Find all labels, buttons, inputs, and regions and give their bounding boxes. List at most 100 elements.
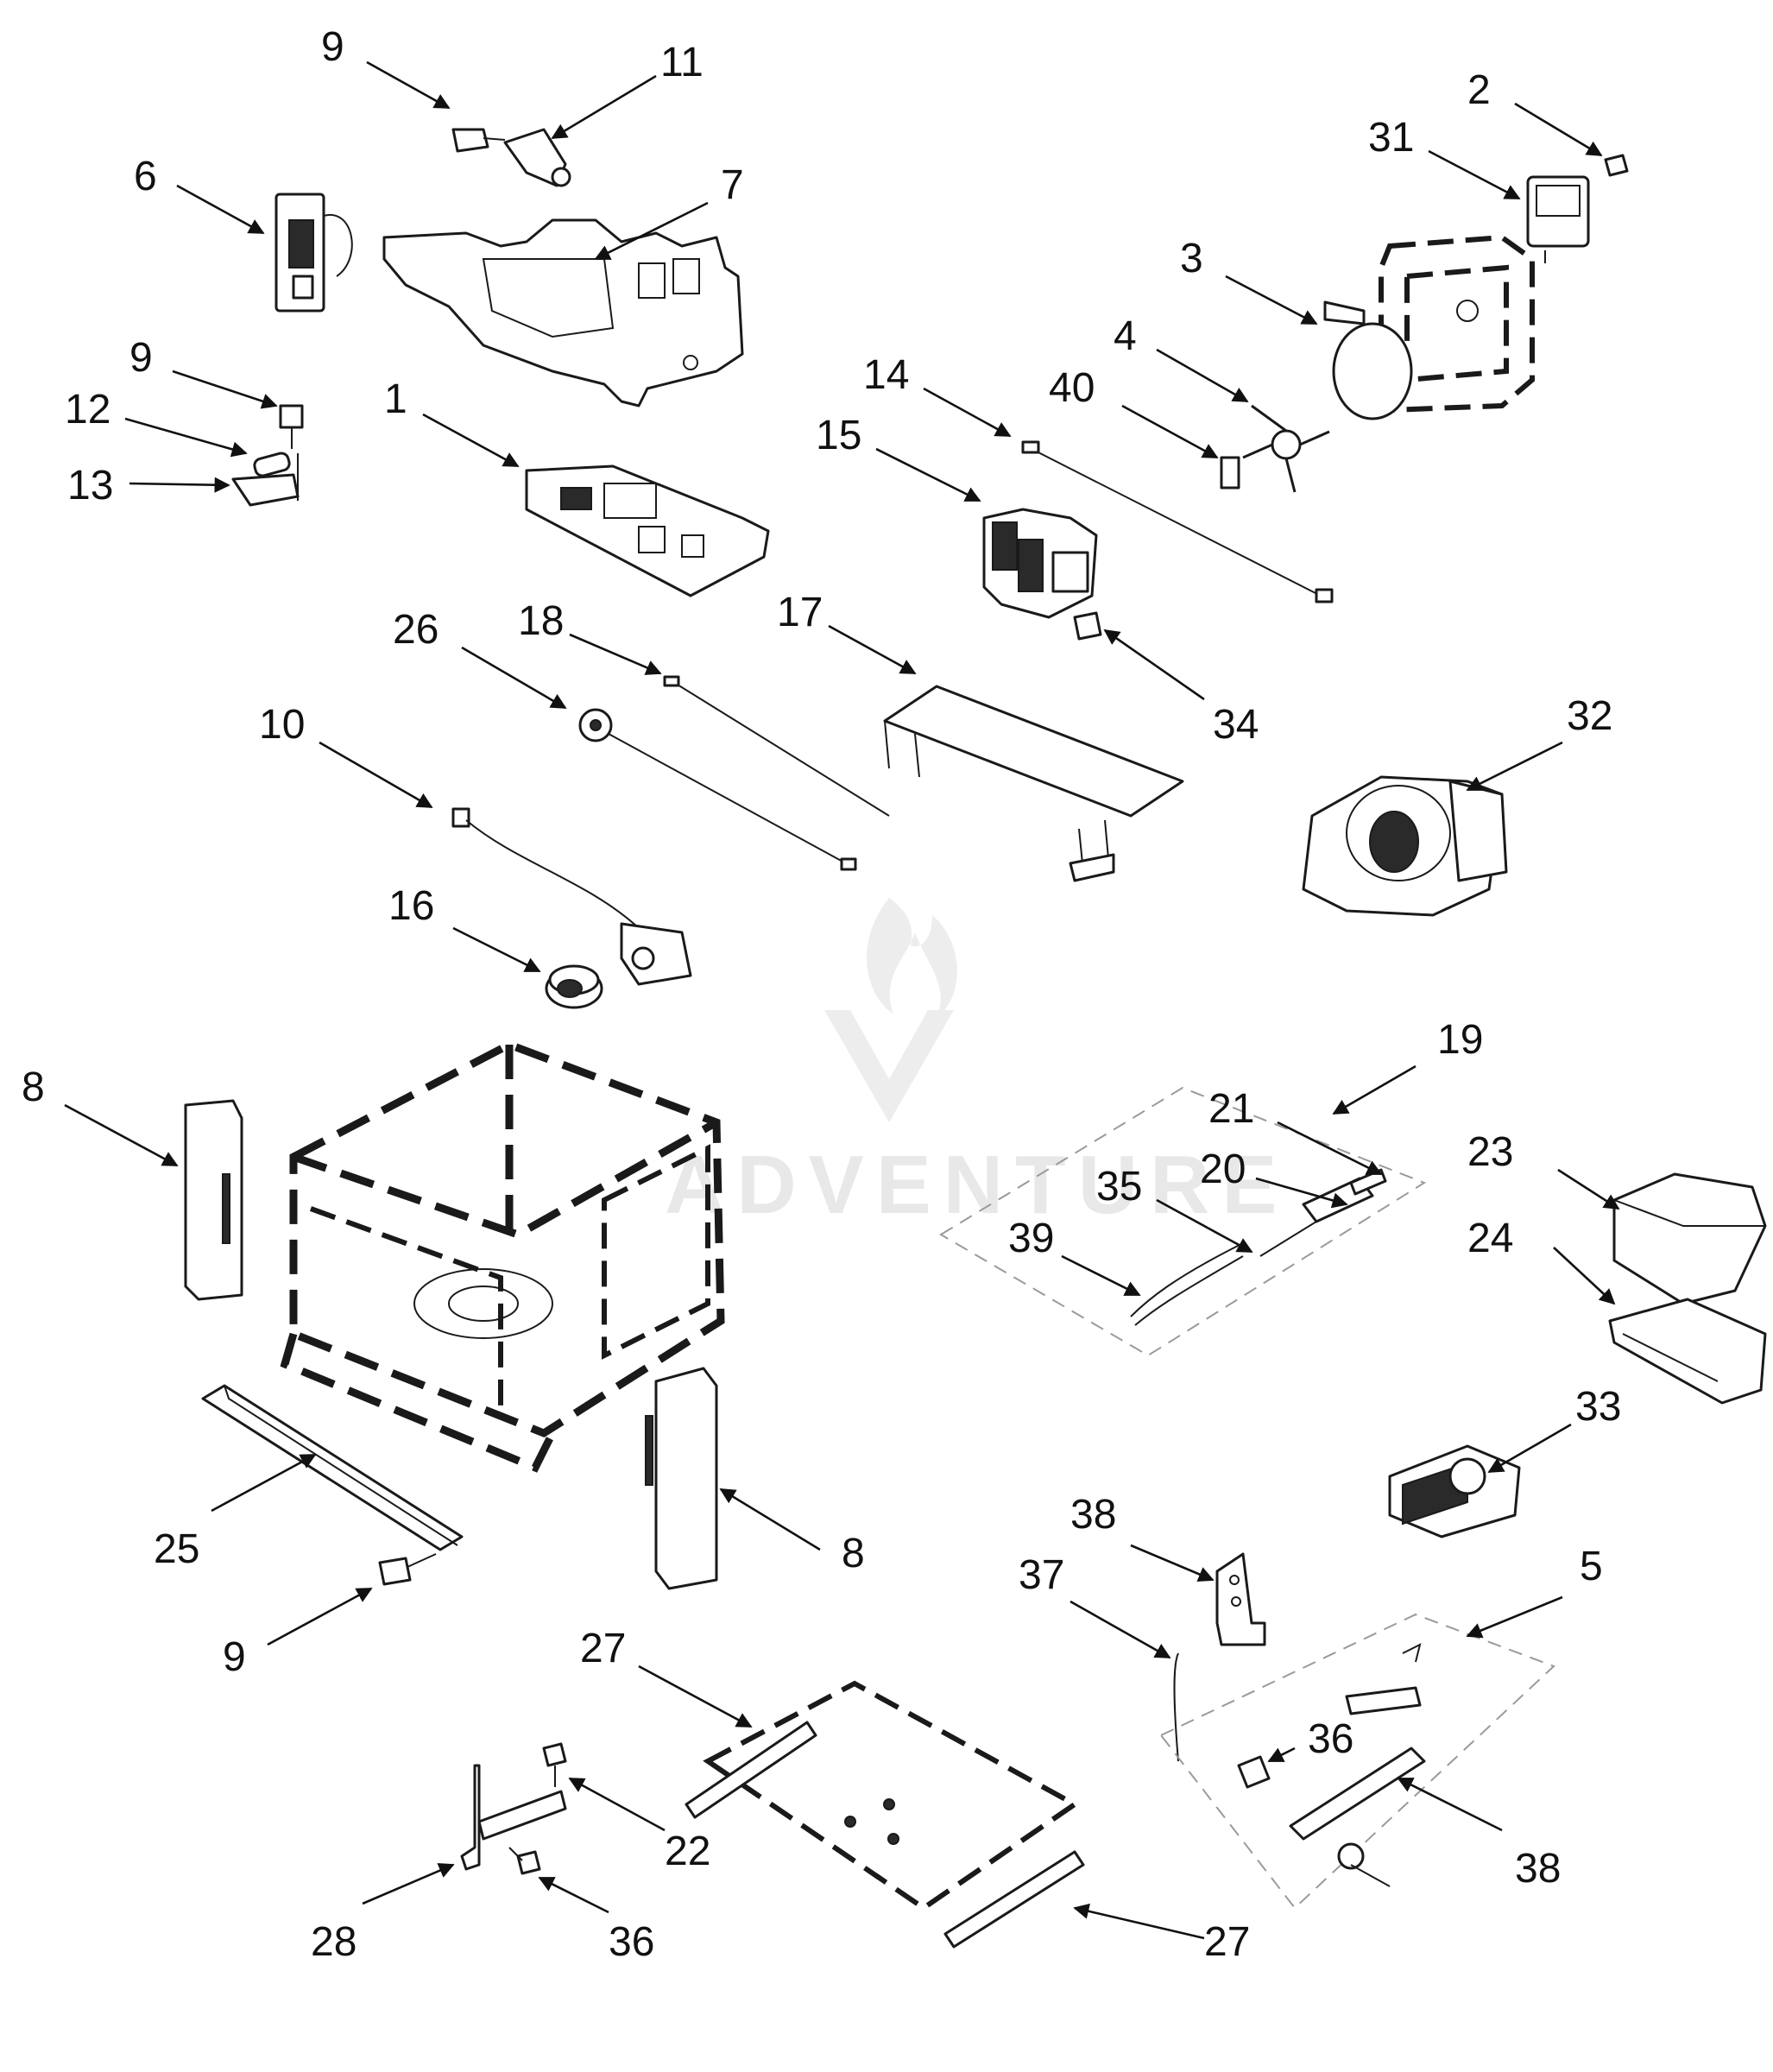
leader-c40 <box>1121 404 1219 459</box>
leader-c36 <box>1069 1600 1171 1659</box>
callout-9: 9 <box>223 1634 246 1680</box>
callout-9: 9 <box>321 24 344 70</box>
leader-c4 <box>1156 348 1249 403</box>
leader-c27b <box>1073 1903 1205 1940</box>
callout-1: 1 <box>384 376 407 422</box>
leader-c15 <box>875 447 981 502</box>
leader-c33 <box>1156 1198 1253 1254</box>
callout-27: 27 <box>580 1626 626 1671</box>
leader-c3 <box>1225 275 1318 325</box>
callout-5: 5 <box>1580 1544 1603 1589</box>
leader-c23 <box>1557 1168 1620 1210</box>
callout-36: 37 <box>1019 1552 1064 1598</box>
part-36-rod <box>1173 1652 1179 1762</box>
flame-logo-icon <box>824 898 957 1122</box>
leader-c37 <box>1130 1544 1215 1582</box>
part-12-fuse <box>253 452 291 477</box>
part-4-fan-blade <box>1242 404 1330 493</box>
part-9-screw-top <box>451 128 506 153</box>
part-31-module <box>1388 1444 1521 1538</box>
part-29-motor <box>1526 175 1590 263</box>
parts-layer <box>184 128 1767 1949</box>
callout-10: 10 <box>259 702 305 748</box>
leader-c1 <box>422 413 520 468</box>
part-7-control-housing <box>382 218 744 407</box>
callout-29: 31 <box>1368 115 1414 161</box>
leader-c20 <box>1255 1177 1348 1209</box>
leader-c34 <box>538 1876 609 1914</box>
leader-c32 <box>1103 629 1205 701</box>
callout-33: 35 <box>1096 1164 1142 1210</box>
part-30-blower <box>1302 775 1508 917</box>
part-27-rail-top <box>685 1721 817 1819</box>
part-8-right-panel <box>645 1367 718 1590</box>
leader-c9a <box>366 60 451 110</box>
part-9-screw-left <box>279 404 304 449</box>
leader-c16 <box>452 926 541 973</box>
leader-c12 <box>124 417 248 458</box>
leader-lines <box>64 60 1620 1940</box>
leader-c28 <box>362 1863 455 1905</box>
part-25-rail <box>201 1384 464 1551</box>
part-2-screw <box>1604 154 1629 177</box>
part-32-screw <box>1073 611 1102 641</box>
callout-14: 14 <box>863 352 909 398</box>
callout-12: 12 <box>65 387 110 433</box>
callout-37: 38 <box>1070 1492 1116 1538</box>
leader-c22 <box>568 1777 666 1832</box>
part-24-tray <box>1608 1298 1767 1405</box>
leader-c5 <box>1466 1595 1563 1639</box>
callout-35: 36 <box>1308 1716 1353 1762</box>
part-37-bracket <box>1215 1552 1266 1646</box>
callout-28: 28 <box>311 1919 356 1965</box>
callout-40: 40 <box>1049 365 1095 411</box>
leader-c26 <box>461 646 567 710</box>
leader-c9b <box>172 370 278 409</box>
part-1-control-board <box>525 464 770 597</box>
callout-6: 6 <box>134 154 157 199</box>
callout-26: 26 <box>393 607 439 653</box>
leader-c10 <box>319 741 433 809</box>
main-cavity-dashed <box>280 1040 725 1473</box>
part-18-probe <box>663 675 890 817</box>
part-14-wire-harness <box>1021 440 1334 603</box>
callout-2: 2 <box>1467 67 1491 113</box>
leader-c35 <box>1267 1747 1296 1763</box>
leader-c18 <box>569 633 662 675</box>
watermark: ADVENTURE <box>665 898 1289 1231</box>
callout-7: 7 <box>721 162 744 208</box>
part-27-rail-bottom <box>943 1850 1085 1949</box>
part-11-latch <box>503 128 571 187</box>
part-28-hinge <box>460 1764 567 1871</box>
callout-8: 8 <box>842 1531 865 1576</box>
callout-25: 25 <box>154 1526 199 1572</box>
callout-22: 22 <box>665 1829 710 1874</box>
callout-24: 24 <box>1467 1216 1513 1261</box>
callout-3: 3 <box>1180 236 1203 281</box>
callout-9: 9 <box>129 335 153 381</box>
callout-18: 18 <box>518 598 564 644</box>
callout-19: 19 <box>1437 1017 1483 1063</box>
callout-20: 20 <box>1200 1147 1246 1192</box>
part-27-base-tray <box>703 1680 1080 1911</box>
callout-16: 16 <box>388 883 434 929</box>
part-5-assembly-group <box>1159 1613 1555 1910</box>
callout-30: 32 <box>1567 693 1612 739</box>
part-26-thermostat <box>578 708 857 871</box>
leader-c39 <box>1061 1254 1141 1297</box>
leader-c13 <box>129 477 230 493</box>
callout-21: 21 <box>1208 1086 1254 1132</box>
callout-32: 34 <box>1213 702 1259 748</box>
callout-labels: 9 11 6 7 9 12 13 1 2 31 3 4 40 14 15 34 … <box>22 24 1621 1965</box>
callout-8: 8 <box>22 1064 45 1110</box>
leader-c29 <box>1428 149 1521 200</box>
part-9-screw-bottom <box>378 1553 437 1586</box>
part-fan-housing-dashed <box>1379 234 1535 414</box>
leader-c8b <box>719 1488 821 1551</box>
leader-c27a <box>638 1665 753 1728</box>
callout-39: 39 <box>1008 1216 1054 1261</box>
leader-c31 <box>1487 1423 1572 1474</box>
leader-c11 <box>551 74 657 140</box>
watermark-text: ADVENTURE <box>665 1139 1289 1231</box>
